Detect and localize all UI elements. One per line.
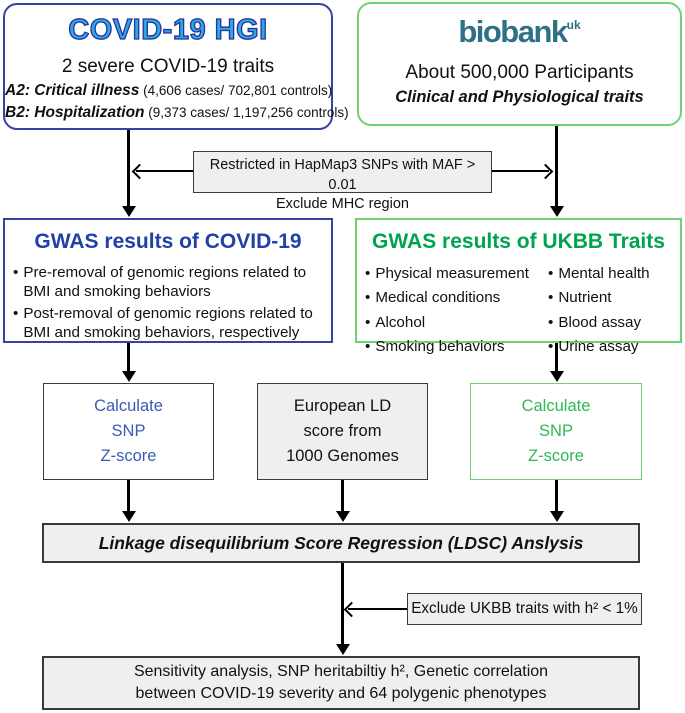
covid-hgi-title: COVID-19 HGI [68, 13, 268, 46]
arrow-exclude-to-main-line [348, 608, 407, 610]
european-ld-box: European LD score from 1000 Genomes [257, 383, 428, 480]
ukbb-trait-urine-assay: Urine assay [548, 335, 678, 359]
exclude-ukbb-traits-label: Exclude UKBB traits with h² < 1% [411, 600, 638, 617]
ukbb-trait-mental-health: Mental health [548, 262, 678, 286]
arrow-hgi-to-gwas-covid [121, 130, 136, 217]
ukbb-trait-nutrient: Nutrient [548, 286, 678, 310]
gwas-ukbb-box: GWAS results of UKBB Traits Physical mea… [355, 218, 682, 355]
arrow-zscore-covid-to-ldsc [121, 480, 136, 522]
arrow-ld-to-ldsc [335, 480, 350, 522]
result-line2: between COVID-19 severity and 64 polygen… [135, 685, 547, 702]
trait-hospitalization-detail: (9,373 cases/ 1,197,256 controls) [144, 105, 349, 120]
hapmap-filter-line1: Restricted in HapMap3 SNPs with MAF > 0.… [209, 157, 476, 193]
biobank-participants-line: About 500,000 Participants [405, 62, 634, 83]
arrow-gwas-ukbb-to-zscore [549, 343, 564, 382]
arrow-filter-to-left-line [136, 170, 193, 172]
zscore-ukbb-line2: SNP [539, 422, 573, 441]
european-ld-line2: score from [303, 422, 382, 441]
hapmap-filter-line2: Exclude MHC region [276, 196, 409, 213]
gwas-covid-bullet-pre-removal: Pre-removal of genomic regions related t… [13, 263, 325, 302]
gwas-ukbb-trait-columns: Physical measurement Medical conditions … [357, 262, 680, 359]
ukbb-trait-alcohol: Alcohol [365, 311, 548, 335]
covid-hgi-subtitle: 2 severe COVID-19 traits [61, 56, 275, 77]
ukbb-trait-physical-measurement: Physical measurement [365, 262, 548, 286]
gwas-ukbb-title: GWAS results of UKBB Traits [372, 230, 665, 253]
gwas-covid-bullet-post-removal: Post-removal of genomic regions related … [13, 304, 325, 343]
biobank-logo-uk-superscript: uk [566, 17, 581, 32]
trait-critical-illness-label: A2: Critical illness [5, 82, 140, 99]
uk-biobank-box: biobankuk About 500,000 Participants Cli… [357, 2, 682, 126]
covid-hgi-box: COVID-19 HGI 2 severe COVID-19 traits A2… [3, 3, 349, 130]
gwas-ukbb-column-2: Mental health Nutrient Blood assay Urine… [548, 262, 678, 359]
trait-critical-illness: A2: Critical illness (4,606 cases/ 702,8… [5, 82, 333, 100]
zscore-covid-box: Calculate SNP Z-score [43, 383, 214, 480]
gwas-covid-box: GWAS results of COVID-19 Pre-removal of … [3, 218, 333, 343]
arrow-ldsc-to-result [335, 563, 350, 655]
gwas-covid-bullets: Pre-removal of genomic regions related t… [5, 263, 331, 343]
gwas-ukbb-column-1: Physical measurement Medical conditions … [365, 262, 548, 359]
arrow-zscore-ukbb-to-ldsc [549, 480, 564, 522]
ukbb-trait-blood-assay: Blood assay [548, 311, 678, 335]
european-ld-line1: European LD [293, 397, 392, 416]
exclude-ukbb-traits-box: Exclude UKBB traits with h² < 1% [407, 593, 642, 625]
arrow-gwas-covid-to-zscore [121, 343, 136, 382]
zscore-ukbb-line3: Z-score [528, 446, 584, 465]
ldsc-analysis-label: Linkage disequilibrium Score Regression … [98, 532, 584, 553]
ukbb-trait-smoking-behaviors: Smoking behaviors [365, 335, 548, 359]
ldsc-analysis-box: Linkage disequilibrium Score Regression … [42, 523, 640, 563]
result-box: Sensitivity analysis, SNP heritabiltiy h… [42, 656, 640, 710]
zscore-covid-line3: Z-score [100, 446, 157, 465]
ukbb-trait-medical-conditions: Medical conditions [365, 286, 548, 310]
zscore-ukbb-box: Calculate SNP Z-score [470, 383, 642, 480]
arrow-biobank-to-gwas-ukbb [549, 126, 564, 217]
zscore-covid-line1: Calculate [94, 397, 163, 416]
biobank-traits-line: Clinical and Physiological traits [395, 88, 644, 106]
zscore-covid-line2: SNP [111, 422, 146, 441]
hapmap-filter-box: Restricted in HapMap3 SNPs with MAF > 0.… [193, 151, 492, 212]
trait-critical-illness-detail: (4,606 cases/ 702,801 controls) [139, 83, 333, 98]
result-line1: Sensitivity analysis, SNP heritabiltiy h… [133, 663, 549, 681]
trait-hospitalization: B2: Hospitalization (9,373 cases/ 1,197,… [5, 104, 349, 122]
biobank-logo: biobankuk [359, 14, 680, 50]
zscore-ukbb-line1: Calculate [521, 397, 591, 416]
arrow-filter-to-right-line [492, 170, 549, 172]
biobank-logo-text: biobank [458, 14, 568, 49]
european-ld-line3: 1000 Genomes [286, 446, 399, 465]
trait-hospitalization-label: B2: Hospitalization [5, 104, 145, 121]
gwas-covid-title: GWAS results of COVID-19 [34, 230, 302, 253]
